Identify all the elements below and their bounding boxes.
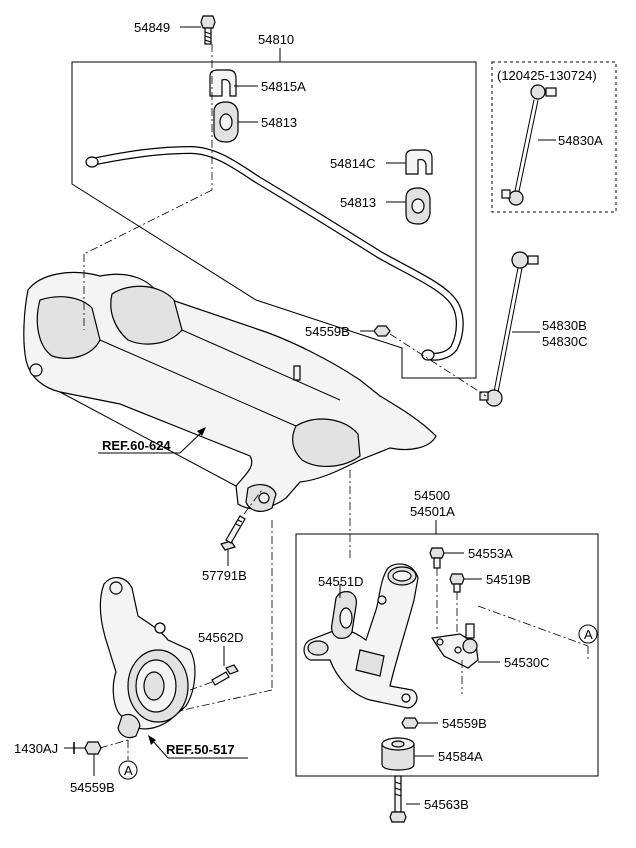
label-54562d: 54562D — [198, 630, 244, 645]
label-1430aj: 1430AJ — [14, 741, 58, 756]
bracket-54814c-icon — [405, 149, 433, 175]
label-54563b: 54563B — [424, 797, 469, 812]
bolt-54849-icon — [200, 15, 216, 45]
label-54813-top: 54813 — [261, 115, 297, 130]
label-54830a-range: (120425-130724) — [497, 68, 597, 83]
label-54810: 54810 — [258, 32, 294, 47]
label-54815a: 54815A — [261, 79, 306, 94]
centerline-57791b — [243, 489, 263, 515]
centerline-subframe-left — [83, 189, 213, 255]
stabilizer-bar-icon — [85, 145, 464, 361]
label-54813-mid: 54813 — [340, 195, 376, 210]
ball-joint-54530c-icon — [430, 623, 479, 669]
label-54501a: 54501A — [410, 504, 455, 519]
bolt-54562d-icon — [211, 664, 239, 686]
label-ref-60-624: REF.60-624 — [102, 438, 171, 453]
bolt-54563b-icon — [389, 775, 407, 823]
bolt-57791b-icon — [220, 515, 246, 551]
ref-50-517-arrow — [151, 739, 169, 759]
bushing-54813-top-icon — [213, 101, 239, 143]
nut-54559b-mid-icon — [401, 717, 419, 729]
label-54519b: 54519B — [486, 572, 531, 587]
bolt-54553a-icon — [429, 547, 445, 569]
label-54584a: 54584A — [438, 749, 483, 764]
callout-a-right-circle — [578, 624, 598, 644]
nut-54559b-top-icon — [373, 325, 391, 337]
centerline-a-right — [477, 605, 589, 647]
label-54814c: 54814C — [330, 156, 376, 171]
bushing-54551d-icon — [331, 591, 357, 639]
label-54553a: 54553A — [468, 546, 513, 561]
centerline-nut-to-link — [389, 333, 487, 397]
label-57791b: 57791B — [202, 568, 247, 583]
label-54830a: 54830A — [558, 133, 603, 148]
bushing-54813-mid-icon — [405, 187, 431, 225]
label-callout-a-right: A — [584, 627, 593, 642]
lower-arm-group-box — [295, 533, 599, 777]
label-54849: 54849 — [134, 20, 170, 35]
link-variant-dotted-box — [491, 61, 617, 213]
lower-arm-icon — [303, 563, 419, 709]
front-subframe-icon — [23, 271, 437, 512]
label-ref-50-517: REF.50-517 — [166, 742, 235, 757]
bushing-54584a-icon — [381, 737, 415, 771]
label-54559b-top: 54559B — [305, 324, 350, 339]
bracket-54815a-icon — [209, 69, 237, 97]
centerline-knuckle-bottom — [99, 739, 129, 749]
stabilizer-group-outline — [71, 61, 477, 379]
ref-60-624-arrowhead — [197, 427, 206, 436]
label-54500: 54500 — [414, 488, 450, 503]
bolt-54519b-icon — [449, 573, 465, 593]
link-54830a-icon — [501, 84, 557, 206]
label-54530c: 54530C — [504, 655, 550, 670]
link-54830bc-icon — [479, 251, 539, 407]
label-54830b: 54830B — [542, 318, 587, 333]
label-54559b-bottom: 54559B — [70, 780, 115, 795]
centerline-54562d — [189, 681, 213, 691]
label-54559b-mid: 54559B — [442, 716, 487, 731]
steering-knuckle-icon — [99, 577, 196, 739]
ref-50-517-arrowhead — [148, 735, 156, 745]
label-callout-a-left: A — [124, 763, 133, 778]
centerline-arm-to-knuckle — [147, 689, 273, 719]
nut-54559b-bottom-icon — [84, 741, 102, 755]
label-54830c: 54830C — [542, 334, 588, 349]
callout-a-left-circle — [118, 760, 138, 780]
label-54551d: 54551D — [318, 574, 364, 589]
